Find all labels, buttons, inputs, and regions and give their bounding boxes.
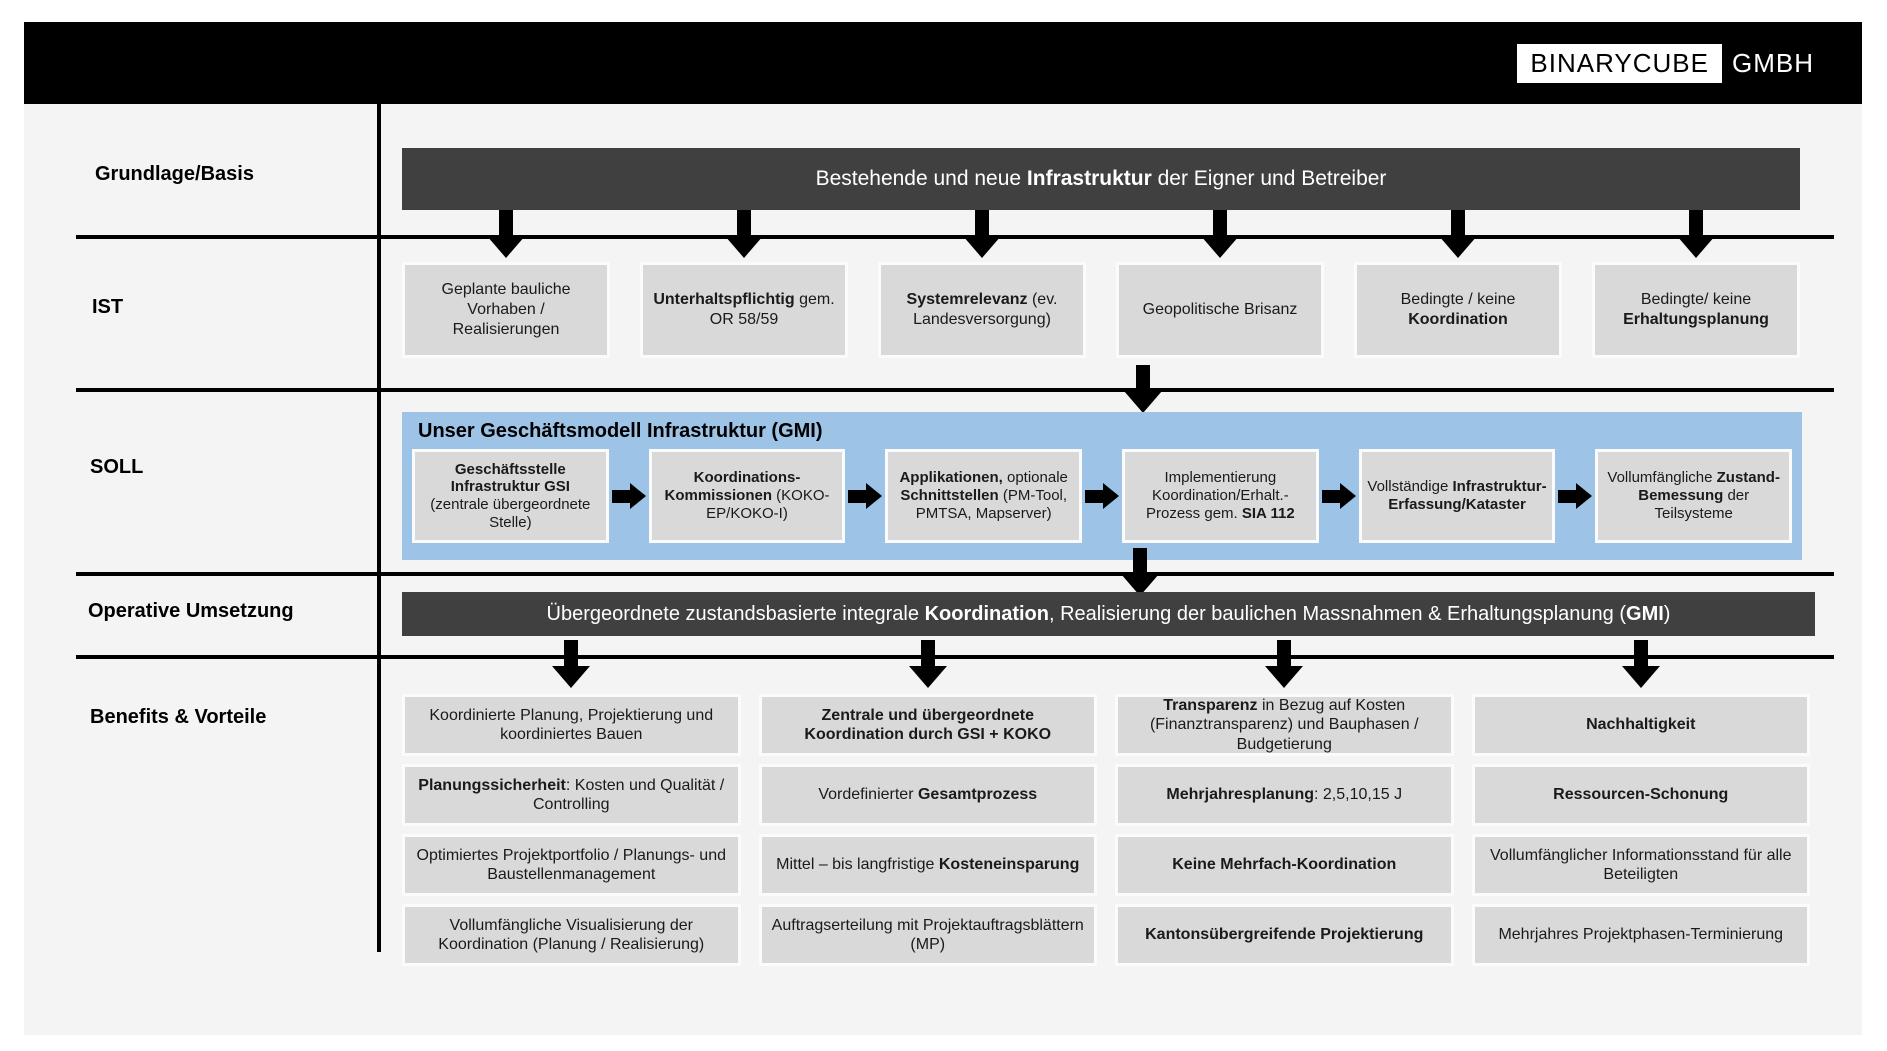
row-divider-soll-operativ xyxy=(76,572,1834,576)
right-arrow-icon xyxy=(611,483,646,509)
logo-binarycube-label: BINARYCUBE xyxy=(1517,43,1722,83)
down-arrow-icon xyxy=(1201,210,1239,258)
down-arrow-icon xyxy=(552,640,590,688)
soll-step-box: Vollumfängliche Zustand-Bemessung der Te… xyxy=(1595,449,1793,543)
down-arrow-icon xyxy=(1622,640,1660,688)
ist-column: Systemrelevanz (ev. Landesversorgung) xyxy=(878,210,1086,358)
benefit-box: Optimiertes Projektportfolio / Planungs-… xyxy=(402,834,741,896)
company-logo: BINARYCUBE GMBH xyxy=(1517,43,1814,83)
row-divider-grundlage-ist xyxy=(76,235,1834,239)
ist-box: Systemrelevanz (ev. Landesversorgung) xyxy=(878,262,1086,358)
benefit-box: Ressourcen-Schonung xyxy=(1471,764,1810,826)
row-divider-operativ-benefits xyxy=(76,655,1834,659)
benefit-box: Mehrjahresplanung: 2,5,10,15 J xyxy=(1115,764,1454,826)
benefit-box: Nachhaltigkeit xyxy=(1471,694,1810,756)
ist-row: Geplante bauliche Vorhaben / Realisierun… xyxy=(402,210,1800,358)
benefit-box: Auftragserteilung mit Projektauftragsblä… xyxy=(758,904,1097,966)
down-arrow-icon xyxy=(487,210,525,258)
ist-column: Bedingte/ keine Erhaltungsplanung xyxy=(1592,210,1800,358)
ist-box: Geplante bauliche Vorhaben / Realisierun… xyxy=(402,262,610,358)
down-arrow-icon xyxy=(1439,210,1477,258)
ist-box: Geopolitische Brisanz xyxy=(1116,262,1324,358)
ist-column: Geplante bauliche Vorhaben / Realisierun… xyxy=(402,210,610,358)
benefit-box: Planungssicherheit: Kosten und Qualität … xyxy=(402,764,741,826)
down-arrow-icon xyxy=(1124,365,1162,413)
logo-gmbh-label: GMBH xyxy=(1732,47,1814,78)
benefit-box: Vollumfängliche Visualisierung der Koord… xyxy=(402,904,741,966)
soll-step-box: Koordinations-Kommissionen (KOKO-EP/KOKO… xyxy=(648,449,846,543)
right-arrow-icon xyxy=(1558,483,1593,509)
soll-container: Unser Geschäftsmodell Infrastruktur (GMI… xyxy=(402,412,1802,560)
soll-title: Unser Geschäftsmodell Infrastruktur (GMI… xyxy=(418,420,823,442)
operative-umsetzung-banner: Übergeordnete zustandsbasierte integrale… xyxy=(402,592,1815,636)
ist-box: Bedingte / keine Koordination xyxy=(1354,262,1562,358)
ist-column: Unterhaltspflichtig gem. OR 58/59 xyxy=(640,210,848,358)
soll-step-box: Vollständige Infrastruktur-Erfassung/Kat… xyxy=(1358,449,1556,543)
grundlage-banner: Bestehende und neue Infrastruktur der Ei… xyxy=(402,148,1800,210)
right-arrow-icon xyxy=(848,483,883,509)
down-arrow-icon xyxy=(1265,640,1303,688)
soll-process-row: Geschäftsstelle Infrastruktur GSI (zentr… xyxy=(402,443,1802,543)
benefit-box: Mittel – bis langfristige Kosteneinsparu… xyxy=(758,834,1097,896)
row-label-ist: IST xyxy=(92,296,124,318)
right-arrow-icon xyxy=(1321,483,1356,509)
benefits-grid: Koordinierte Planung, Projektierung und … xyxy=(402,694,1810,966)
benefit-box: Koordinierte Planung, Projektierung und … xyxy=(402,694,741,756)
ist-column: Geopolitische Brisanz xyxy=(1116,210,1324,358)
benefit-box: Transparenz in Bezug auf Kosten (Finanzt… xyxy=(1115,694,1454,756)
row-label-benefits-vorteile: Benefits & Vorteile xyxy=(90,706,267,728)
soll-step-box: Implementierung Koordination/Erhalt.-Pro… xyxy=(1122,449,1319,543)
ist-box: Unterhaltspflichtig gem. OR 58/59 xyxy=(640,262,848,358)
down-arrow-icon xyxy=(1121,548,1159,596)
down-arrow-icon xyxy=(909,640,947,688)
row-divider-ist-soll xyxy=(76,388,1834,392)
down-arrow-icon xyxy=(725,210,763,258)
row-label-soll: SOLL xyxy=(90,456,144,478)
vertical-divider xyxy=(377,104,381,952)
row-label-grundlage-basis: Grundlage/Basis xyxy=(95,163,254,185)
down-arrow-icon xyxy=(1677,210,1715,258)
benefit-box: Kantonsübergreifende Projektierung xyxy=(1115,904,1454,966)
benefit-box: Vordefinierter Gesamtprozess xyxy=(758,764,1097,826)
ist-column: Bedingte / keine Koordination xyxy=(1354,210,1562,358)
benefit-box: Keine Mehrfach-Koordination xyxy=(1115,834,1454,896)
benefit-box: Mehrjahres Projektphasen-Terminierung xyxy=(1471,904,1810,966)
row-label-operative-umsetzung: Operative Umsetzung xyxy=(88,600,294,622)
top-bar: BINARYCUBE GMBH xyxy=(24,22,1862,104)
soll-step-box: Geschäftsstelle Infrastruktur GSI (zentr… xyxy=(412,449,609,543)
ist-box: Bedingte/ keine Erhaltungsplanung xyxy=(1592,262,1800,358)
down-arrow-icon xyxy=(963,210,1001,258)
soll-step-box: Applikationen, optionale Schnittstellen … xyxy=(885,449,1083,543)
right-arrow-icon xyxy=(1085,483,1120,509)
benefit-box: Vollumfänglicher Informationsstand für a… xyxy=(1471,834,1810,896)
benefit-box: Zentrale und übergeordnete Koordination … xyxy=(758,694,1097,756)
